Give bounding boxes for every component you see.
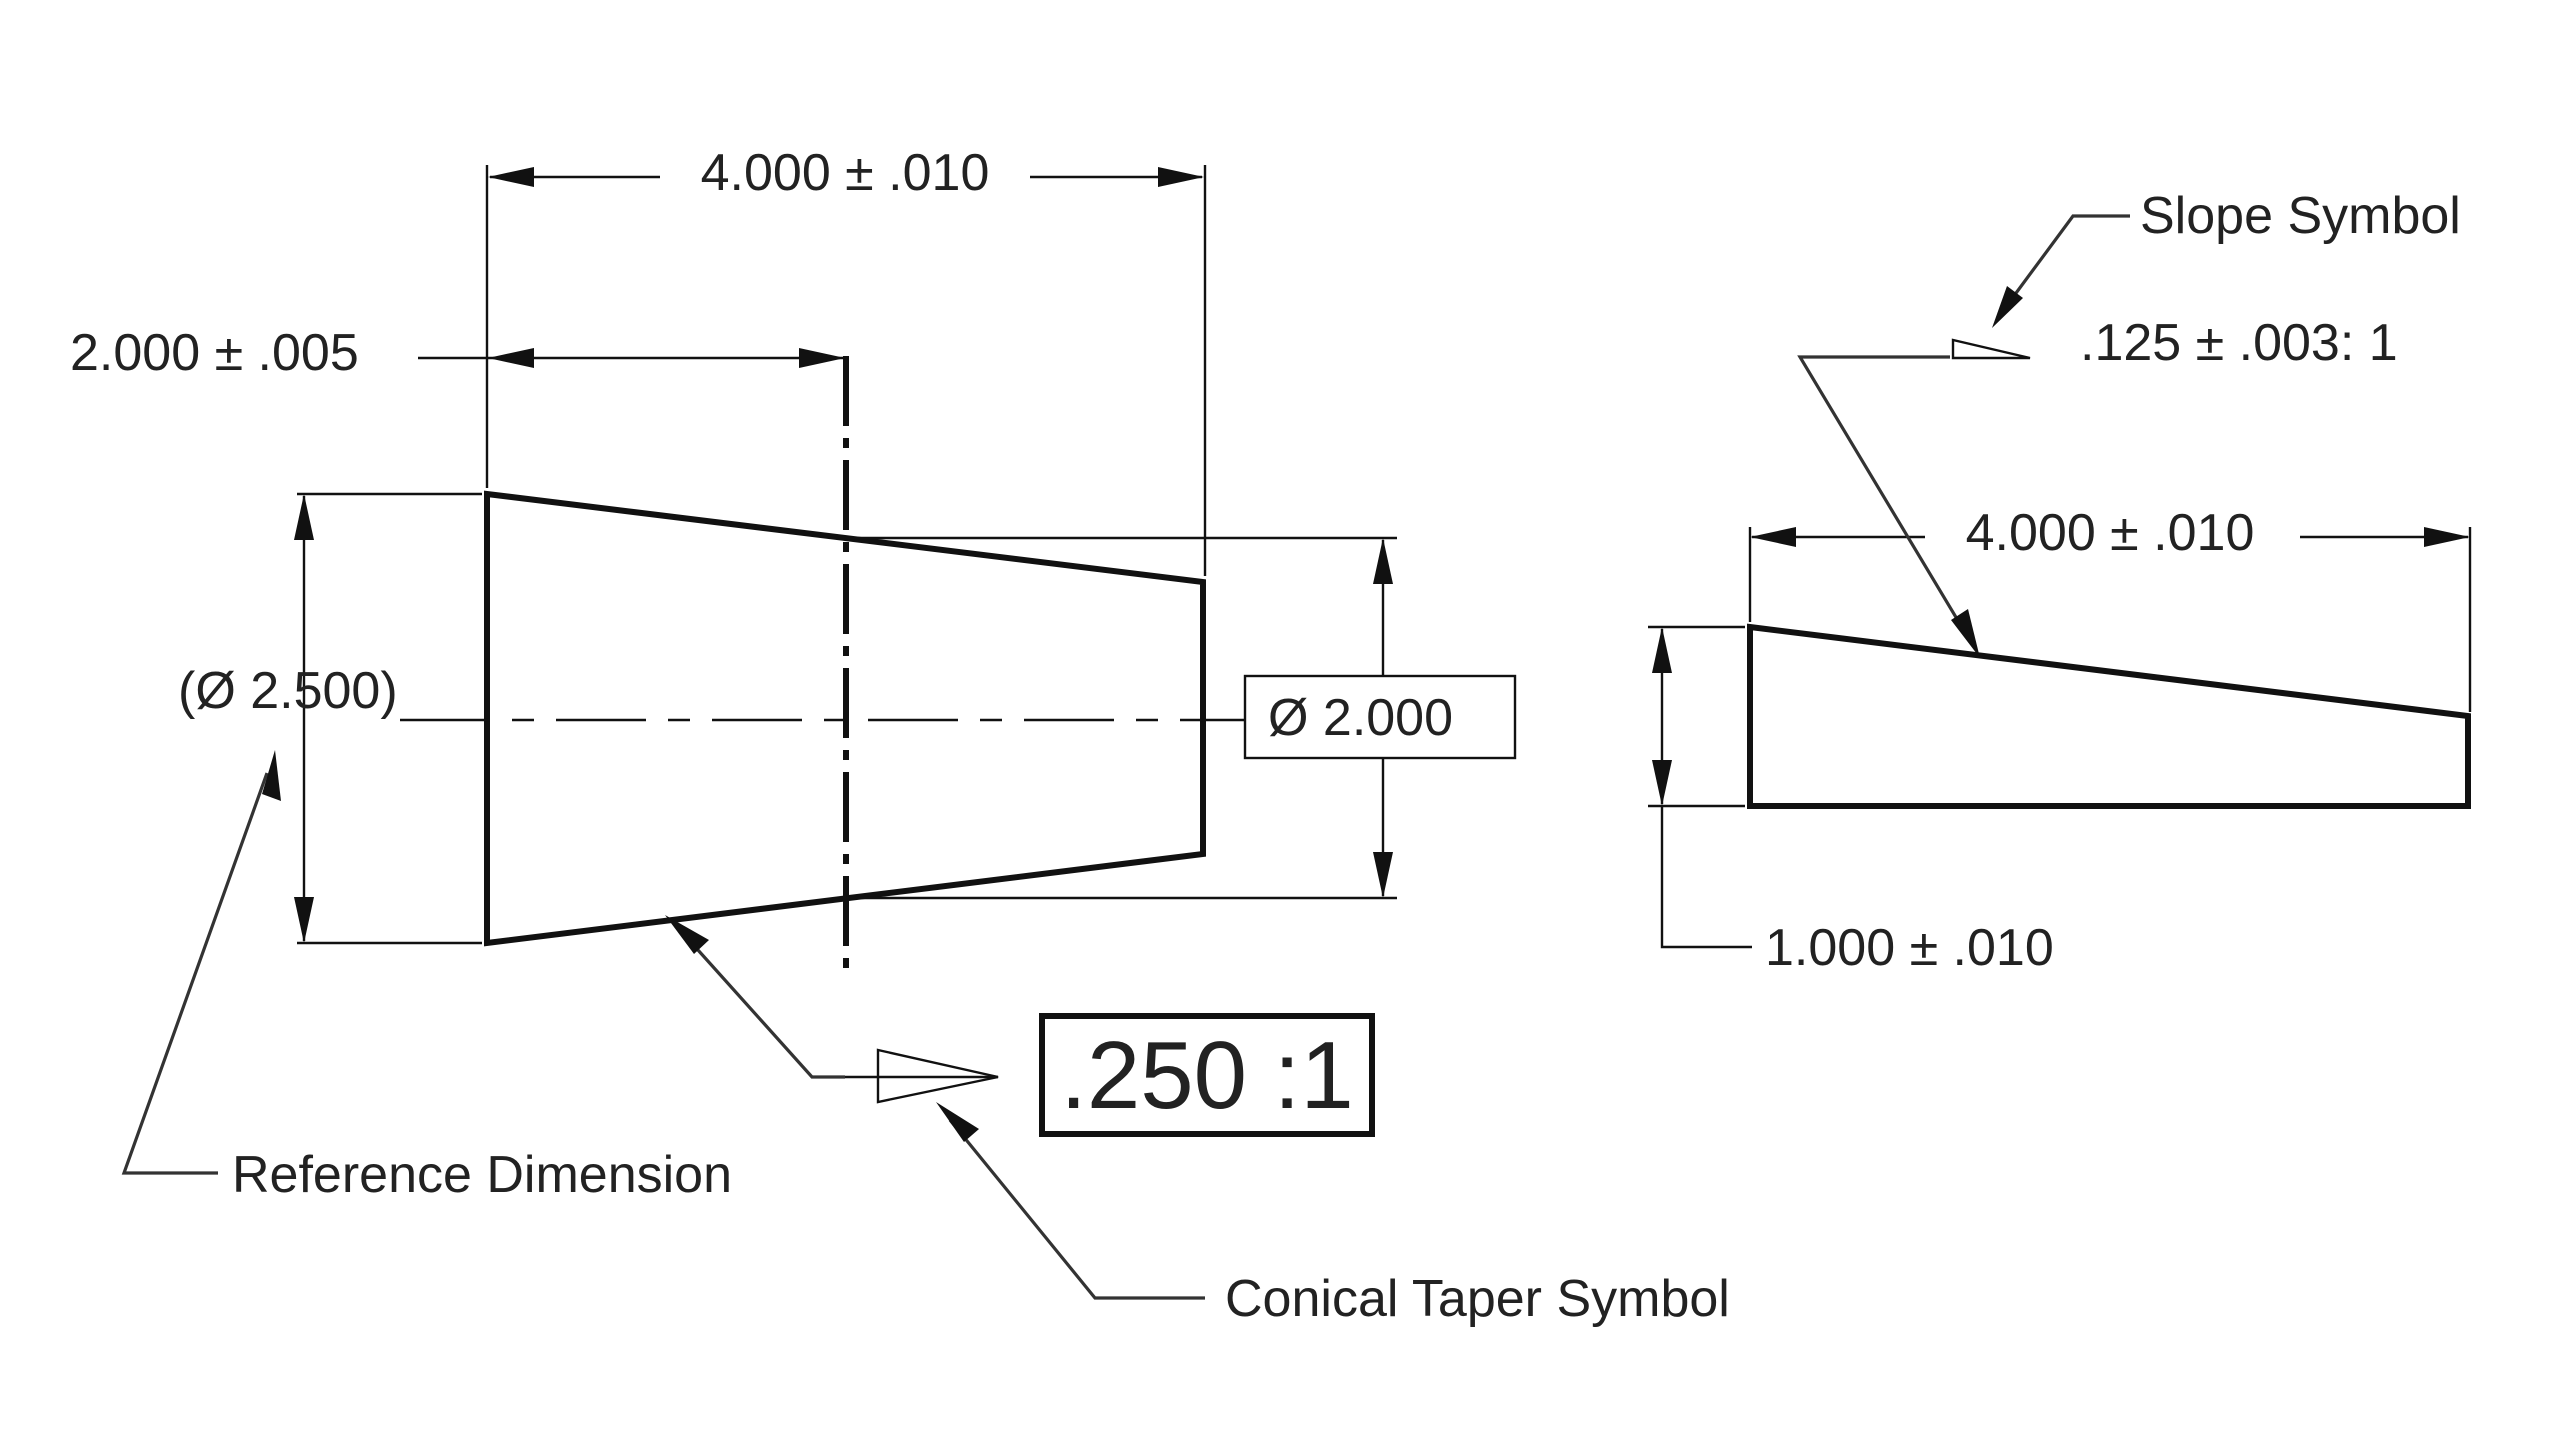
arrowhead: [2424, 527, 2470, 547]
arrowhead: [1652, 627, 1672, 673]
arrowhead: [1992, 286, 2023, 328]
arrowhead: [1158, 167, 1204, 187]
taper-view: 4.000 ± .010 2.000 ± .005 (Ø 2.500) Ø 2.…: [70, 144, 1730, 1328]
slope-ratio: .125 ± .003: 1: [2080, 314, 2398, 372]
leader-line: [1797, 355, 1974, 645]
leader-line: [948, 1118, 1205, 1300]
leader-line: [678, 928, 845, 1079]
conical-taper-symbol-label: Conical Taper Symbol: [1225, 1270, 1730, 1328]
arrowhead: [1373, 852, 1393, 898]
leader-line: [1660, 806, 1752, 949]
arrowhead: [488, 167, 534, 187]
arrowhead: [1652, 760, 1672, 806]
large-diameter-dimension: (Ø 2.500): [178, 662, 398, 720]
arrowhead: [1373, 538, 1393, 584]
leader-line: [2003, 214, 2130, 309]
slope-height-dimension: 1.000 ± .010: [1765, 919, 2054, 977]
arrowhead: [488, 348, 534, 368]
tapered-part-outline: [484, 490, 1206, 947]
leader-line: [121, 772, 269, 1175]
small-diameter-dimension: Ø 2.000: [1268, 689, 1453, 747]
arrowhead: [294, 494, 314, 540]
reference-dimension-label: Reference Dimension: [232, 1146, 732, 1204]
taper-ratio: .250 :1: [1060, 1022, 1354, 1129]
slope-symbol-label: Slope Symbol: [2140, 187, 2461, 245]
arrowhead: [936, 1102, 979, 1142]
arrowhead: [1750, 527, 1796, 547]
slope-view: 4.000 ± .010 1.000 ± .010 .125 ± .003: 1…: [1648, 187, 2472, 977]
overall-length-dimension: 4.000 ± .010: [701, 144, 990, 202]
arrowhead: [262, 750, 281, 801]
small-diameter-box: [1243, 674, 1517, 760]
arrowhead: [665, 915, 709, 954]
arrowhead: [1951, 609, 1980, 658]
gauge-length-dimension: 2.000 ± .005: [70, 324, 359, 382]
arrowhead: [294, 897, 314, 943]
arrowhead: [799, 348, 845, 368]
slope-length-dimension: 4.000 ± .010: [1966, 504, 2255, 562]
taper-ratio-frame: [1039, 1013, 1375, 1137]
slope-symbol-icon: [1951, 338, 2031, 360]
sloped-part-outline: [1747, 623, 2471, 809]
